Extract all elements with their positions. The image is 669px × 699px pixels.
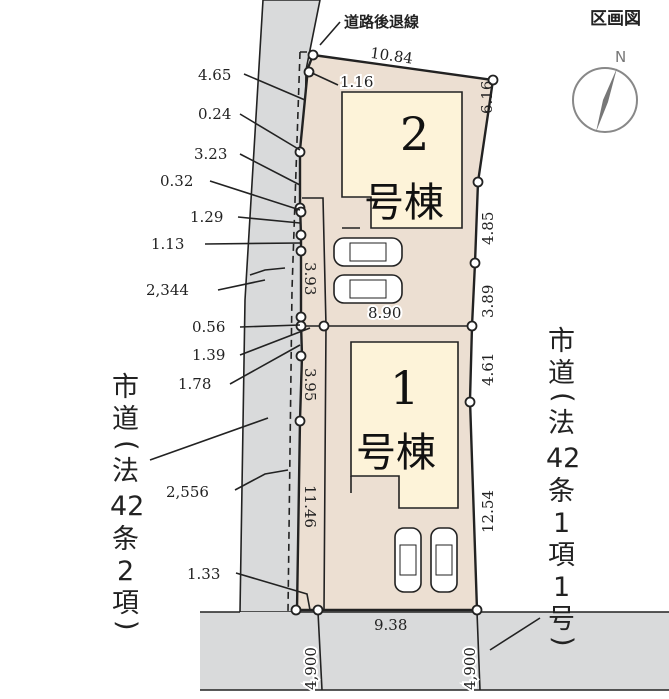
dim-3-95: 3.95 [301,368,319,401]
road-char: 項 [548,540,575,571]
building-ext-lines [342,227,360,493]
car-icon [394,527,422,593]
road-char: ) [547,636,578,647]
car-icon [333,237,403,267]
road-char: 市 [112,372,139,403]
road-char: 道 [548,358,575,389]
road-char: 1 [553,508,570,539]
dim-9-38: 9.38 [374,616,407,634]
road-char: 法 [548,408,575,439]
lot-division-lines [301,197,472,611]
right-road-label: 市 道 ( 法 42 条 1 項 1 号 ) [546,326,580,647]
car-icon [430,527,458,593]
dim-3-23: 3.23 [194,145,227,163]
compass-north-label: N [615,48,626,66]
dim-3-93: 3.93 [301,262,319,295]
road-char: 条 [548,476,575,507]
dim-2344: 2,344 [146,281,189,299]
dim-8-90: 8.90 [368,304,401,322]
left-road-label: 市 道 ( 法 42 条 2 項 ) [110,372,144,631]
road-char: 市 [548,326,575,357]
dim-top: 10.84 [369,44,414,68]
road-char: 道 [112,404,139,435]
road-edges [200,611,669,691]
dim-1-29: 1.29 [190,208,223,226]
dim-1-16: 1.16 [340,73,373,91]
building-2 [341,91,463,229]
road-char: ( [547,392,578,403]
setback-label: 道路後退線 [344,13,419,31]
dim-2556: 2,556 [166,483,209,501]
dim-11-46: 11.46 [301,485,319,528]
leader-lines [149,21,541,651]
compass-icon: N [572,48,638,133]
plan-title: 区画図 [590,9,641,29]
dim-4-61: 4.61 [479,353,497,386]
road-char: ) [111,620,142,631]
lot-2-number: 2 [400,107,429,161]
road-width-right: 4,900 [461,647,479,690]
dim-1-13: 1.13 [151,235,184,253]
road-char: 2 [117,556,134,587]
road-width-left: 4,900 [302,647,320,690]
lot-1-label: 号棟 [356,430,436,476]
dim-4-85: 4.85 [479,212,497,245]
dim-0-24: 0.24 [198,105,231,123]
dim-6-16: 6.16 [478,81,496,114]
bottom-road [200,612,669,690]
dim-1-78: 1.78 [178,375,211,393]
dim-0-32: 0.32 [160,172,193,190]
dim-1-39: 1.39 [192,346,225,364]
dim-1-33: 1.33 [187,565,220,583]
boundary-markers [290,49,499,616]
road-char: 42 [546,443,580,474]
lot-1-number: 1 [390,361,419,415]
dim-0-56: 0.56 [192,318,225,336]
road-char: 条 [112,524,139,555]
road-char: 42 [110,491,144,522]
dim-3-89: 3.89 [479,285,497,318]
dim-4-65: 4.65 [198,66,231,84]
road-char: ( [111,440,142,451]
road-char: 1 [553,572,570,603]
lot-2-label: 号棟 [364,180,444,226]
road-char: 法 [112,456,139,487]
road-char: 項 [112,588,139,619]
car-icon [333,274,403,304]
road-char: 号 [548,604,575,635]
road-width-lines [317,611,481,691]
dim-12-54: 12.54 [479,490,497,533]
